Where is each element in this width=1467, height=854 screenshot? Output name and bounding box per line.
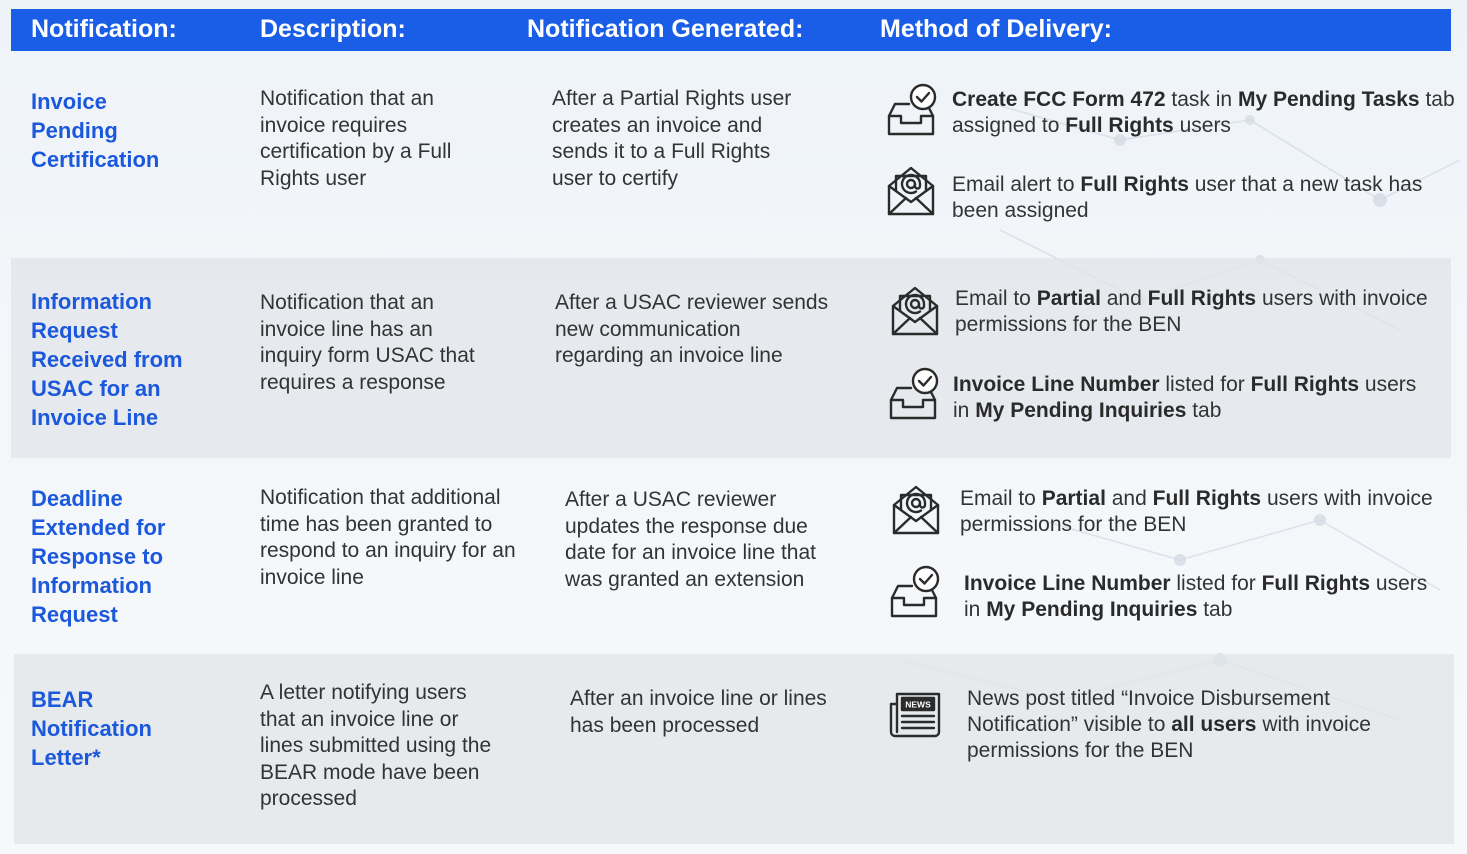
- bold-text: My Pending Tasks: [1237, 88, 1420, 111]
- method-line: permissions for the BEN: [967, 738, 1371, 764]
- method-line: Create FCC Form 472 task in My Pending T…: [952, 87, 1455, 113]
- text: users with invoice: [1261, 487, 1433, 510]
- text: tab: [1419, 88, 1455, 111]
- bold-text: Full Rights: [1080, 173, 1189, 196]
- row3-method1-text: Email to Partial and Full Rights users w…: [960, 486, 1433, 538]
- text: task in: [1165, 88, 1238, 111]
- row3-description: Notification that additional time has be…: [260, 486, 516, 589]
- row4-notification: BEAR Notification Letter*: [31, 687, 152, 770]
- row-background-2: [11, 258, 1451, 458]
- inbox-check-icon: [885, 366, 941, 422]
- text: listed for: [1159, 373, 1251, 396]
- method-line: in My Pending Inquiries tab: [964, 597, 1427, 623]
- newspaper-icon: NEWS: [887, 686, 943, 742]
- bold-text: Full Rights: [1152, 487, 1262, 510]
- header-notification-generated: Notification Generated:: [527, 15, 804, 43]
- text: users: [1359, 373, 1417, 396]
- inbox-check-icon: [883, 82, 939, 138]
- bold-text: Partial: [1041, 487, 1106, 510]
- bold-text: all users: [1171, 713, 1257, 736]
- text: News post titled “Invoice Disbursement: [967, 687, 1330, 710]
- text: users: [1173, 114, 1231, 137]
- text: been assigned: [952, 199, 1089, 222]
- row2-description: Notification that an invoice line has an…: [260, 291, 475, 394]
- text: in: [953, 399, 976, 422]
- text: permissions for the BEN: [967, 739, 1194, 762]
- row2-method2-text: Invoice Line Number listed for Full Righ…: [953, 372, 1416, 424]
- text: Email to: [955, 287, 1037, 310]
- text: tab: [1197, 598, 1233, 621]
- row1-method1-text: Create FCC Form 472 task in My Pending T…: [952, 87, 1455, 139]
- bold-text: Create FCC Form 472: [952, 88, 1166, 111]
- header-description: Description:: [260, 15, 406, 43]
- row3-generated: After a USAC reviewer updates the respon…: [565, 488, 816, 591]
- method-line: Invoice Line Number listed for Full Righ…: [953, 372, 1416, 398]
- table-header: Notification: Description: Notification …: [11, 9, 1451, 51]
- row1-method2-text: Email alert to Full Rights user that a n…: [952, 172, 1422, 224]
- text: permissions for the BEN: [955, 313, 1182, 336]
- method-line: News post titled “Invoice Disbursement: [967, 686, 1371, 712]
- text: in: [964, 598, 987, 621]
- row2-notification: Information Request Received from USAC f…: [31, 289, 183, 430]
- method-line: assigned to Full Rights users: [952, 113, 1455, 139]
- row1-notification: Invoice Pending Certification: [31, 89, 160, 172]
- text: and: [1105, 487, 1153, 510]
- inbox-check-icon: [886, 564, 942, 620]
- method-line: Email to Partial and Full Rights users w…: [960, 486, 1433, 512]
- text: user that a new task has: [1188, 173, 1423, 196]
- row2-method1-text: Email to Partial and Full Rights users w…: [955, 286, 1428, 338]
- text: listed for: [1170, 572, 1262, 595]
- row2-generated: After a USAC reviewer sends new communic…: [555, 291, 829, 367]
- row4-method1-text: News post titled “Invoice Disbursement N…: [967, 686, 1371, 764]
- email-icon: [887, 282, 943, 338]
- row1-generated: After a Partial Rights user creates an i…: [552, 87, 792, 190]
- method-line: permissions for the BEN: [960, 512, 1433, 538]
- text: Email alert to: [952, 173, 1081, 196]
- bold-text: Full Rights: [1065, 114, 1174, 137]
- method-line: permissions for the BEN: [955, 312, 1428, 338]
- bold-text: Full Rights: [1261, 572, 1371, 595]
- header-notification: Notification:: [31, 15, 177, 43]
- method-line: Email to Partial and Full Rights users w…: [955, 286, 1428, 312]
- method-line: Notification” visible to all users with …: [967, 712, 1371, 738]
- news-label: NEWS: [905, 700, 931, 710]
- row3-notification: Deadline Extended for Response to Inform…: [31, 486, 166, 627]
- row-background-4: [14, 654, 1454, 844]
- text: permissions for the BEN: [960, 513, 1187, 536]
- text: tab: [1186, 399, 1222, 422]
- text: Email to: [960, 487, 1042, 510]
- text: users with invoice: [1256, 287, 1428, 310]
- method-line: been assigned: [952, 198, 1422, 224]
- text: Notification” visible to: [967, 713, 1172, 736]
- email-icon: [883, 162, 939, 218]
- header-method-of-delivery: Method of Delivery:: [880, 15, 1112, 43]
- bold-text: Full Rights: [1250, 373, 1360, 396]
- method-line: Email alert to Full Rights user that a n…: [952, 172, 1422, 198]
- text: assigned to: [952, 114, 1066, 137]
- method-line: Invoice Line Number listed for Full Righ…: [964, 571, 1427, 597]
- row4-generated: After an invoice line or lines has been …: [570, 687, 827, 737]
- bold-text: My Pending Inquiries: [975, 399, 1187, 422]
- row4-description: A letter notifying users that an invoice…: [260, 681, 492, 810]
- bold-text: Full Rights: [1147, 287, 1257, 310]
- text: users: [1370, 572, 1428, 595]
- row3-method2-text: Invoice Line Number listed for Full Righ…: [964, 571, 1427, 623]
- bold-text: My Pending Inquiries: [986, 598, 1198, 621]
- bold-text: Invoice Line Number: [964, 572, 1171, 595]
- row1-description: Notification that an invoice requires ce…: [260, 87, 452, 190]
- email-icon: [888, 481, 944, 537]
- bold-text: Partial: [1036, 287, 1101, 310]
- bold-text: Invoice Line Number: [953, 373, 1160, 396]
- text: and: [1100, 287, 1148, 310]
- method-line: in My Pending Inquiries tab: [953, 398, 1416, 424]
- text: with invoice: [1256, 713, 1371, 736]
